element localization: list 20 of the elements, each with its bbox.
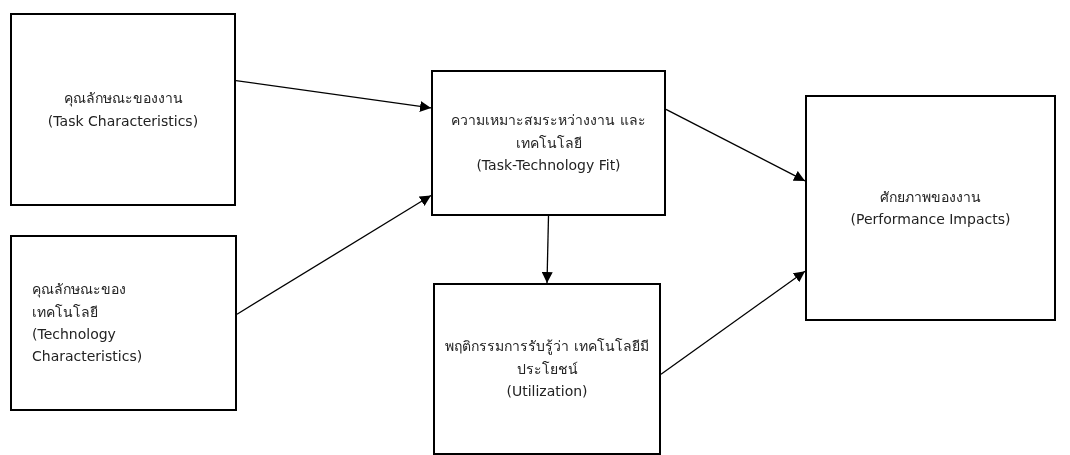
- box-label: (Task Characteristics): [47, 111, 199, 131]
- box-label: ศักยภาพของงาน: [880, 187, 981, 207]
- arrow: [541, 215, 553, 284]
- box-label: (Task-Technology Fit): [476, 156, 621, 176]
- arrow: [236, 194, 432, 315]
- box-label: คุณลักษณะของเทคโนโลยี: [32, 280, 127, 322]
- box-label: (Technology Characteristics): [32, 325, 144, 367]
- arrow: [235, 79, 432, 112]
- box-label: (Utilization): [506, 382, 588, 402]
- arrow: [660, 270, 806, 375]
- process-box: [431, 70, 666, 216]
- process-box: [433, 283, 661, 455]
- box-label: พฤติกรรมการรับรู้ว่า เทคโนโลยีมีประโยชน์: [445, 337, 649, 379]
- process-box: [10, 235, 237, 411]
- arrow: [665, 108, 806, 182]
- box-label: ความเหมาะสมระหว่างงาน และเทคโนโลยี: [450, 111, 647, 153]
- box-label: คุณลักษณะของงาน: [63, 89, 183, 109]
- process-box: [10, 13, 236, 206]
- process-box: [805, 95, 1056, 321]
- box-label: (Performance Impacts): [850, 210, 1011, 229]
